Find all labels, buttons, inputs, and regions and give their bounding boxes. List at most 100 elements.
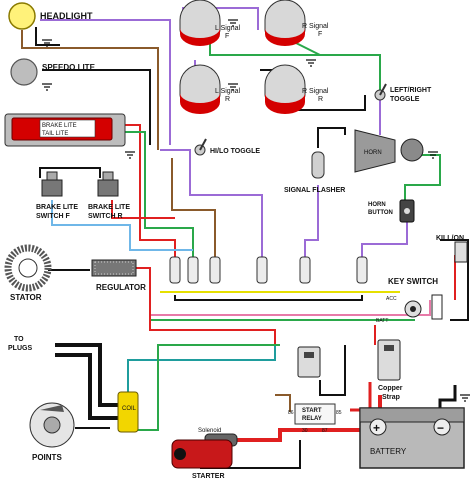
battery-label: BATTERY	[370, 447, 407, 456]
switch-body	[97, 179, 119, 197]
lamp-body	[179, 0, 221, 41]
to-plugs-label-1: TO	[14, 336, 24, 343]
wire-black-top	[35, 27, 60, 46]
headlight-label: HEADLIGHT	[40, 11, 93, 21]
battery-terminal-negative	[433, 418, 451, 436]
ground-symbol	[228, 83, 238, 91]
left-right-toggle-label-1: LEFT/RIGHT	[390, 87, 432, 94]
stator-coil	[4, 244, 52, 292]
start-relay-label-2: RELAY	[302, 416, 322, 422]
pin-87-label: 87	[322, 428, 328, 434]
r-signal-r-label: R Signal	[302, 88, 329, 95]
coil-label: COIL	[122, 406, 137, 412]
wire-black-fusebus	[174, 295, 363, 301]
wire-brown-headlight	[21, 30, 159, 150]
speedo-lite-label: SPEEDO LITE	[42, 63, 96, 72]
switch-plunger	[46, 171, 58, 181]
fuse	[169, 256, 181, 284]
switch-body	[41, 179, 63, 197]
horn-button-cap	[404, 208, 410, 214]
key-switch: KEY SWITCH ACC BATT	[376, 277, 443, 324]
copper-strap-label-2: Strap	[382, 394, 400, 401]
flasher-body	[311, 151, 325, 179]
starter-body	[171, 439, 233, 469]
horn-button-label-1: HORN	[368, 202, 386, 208]
wire-black-kill	[440, 239, 469, 321]
wire-purple-hornbtn	[361, 222, 408, 262]
r-signal-r-sub: R	[318, 96, 323, 103]
kill-on-label: KILL/ON	[436, 235, 464, 242]
lamp-body	[264, 64, 306, 106]
points-label: POINTS	[32, 453, 62, 462]
relay-body	[294, 403, 336, 425]
ignition: TO PLUGS COIL POINTS	[8, 336, 139, 462]
regulator-body	[91, 259, 137, 277]
wire-black-plugs	[55, 343, 125, 407]
starter-end	[174, 448, 186, 460]
horn-trumpet	[354, 129, 396, 173]
hilo-toggle: HI/LO TOGGLE	[194, 138, 260, 156]
ground-symbol	[228, 19, 238, 27]
battery-minus-label: −	[437, 421, 444, 435]
breaker	[297, 346, 321, 378]
headlight: HEADLIGHT	[8, 2, 93, 47]
stator-label: STATOR	[10, 293, 42, 302]
lamp-lens	[265, 28, 305, 46]
pin-30-label: 30	[302, 428, 308, 434]
regulator: REGULATOR	[91, 259, 146, 292]
ground-symbol	[460, 394, 470, 402]
horn-label: HORN	[364, 150, 382, 156]
fuse	[209, 256, 221, 284]
copper-strap-label-1: Copper	[378, 385, 403, 392]
switch-plunger	[102, 171, 114, 181]
ground-symbol	[428, 151, 438, 159]
lamp-body	[264, 0, 306, 41]
regulator-fins	[94, 261, 134, 275]
fuse	[187, 256, 199, 284]
battery-top	[359, 407, 465, 423]
fuse	[256, 256, 268, 284]
batt-label: BATT	[376, 318, 388, 324]
circuit-breakers	[297, 339, 401, 381]
brake-lite-label: BRAKE LITE	[42, 123, 77, 129]
tail-lite-label-box	[39, 119, 96, 138]
lamp-lens	[180, 93, 220, 114]
left-right-toggle-label-2: TOGGLE	[390, 96, 420, 103]
key-switch-conn	[431, 294, 443, 320]
wire-red-bswitch	[111, 200, 175, 219]
wire-black-plugs-2	[55, 353, 125, 420]
l-signal-f-sub: F	[225, 33, 229, 40]
ground-symbol	[306, 59, 316, 67]
brake-switch-r-label-1: BRAKE LITE	[88, 204, 130, 211]
signal-lamp-l-r: L Signal R	[179, 64, 240, 114]
wire-black-bswitch	[39, 167, 101, 178]
lamp-lens	[180, 28, 220, 46]
horn-button-label-2: BUTTON	[368, 210, 393, 216]
brake-switch-f-label-1: BRAKE LITE	[36, 204, 78, 211]
ground-symbol	[42, 39, 52, 47]
points-contact	[40, 405, 64, 412]
wire-brown-relay	[275, 394, 291, 412]
hilo-toggle-label: HI/LO TOGGLE	[210, 148, 260, 155]
starter: Solenoid STARTER	[171, 428, 238, 480]
brake-tail-lite: BRAKE LITE TAIL LITE	[4, 113, 135, 159]
brake-lite-switch-f: BRAKE LITE SWITCH F	[36, 171, 78, 220]
breaker	[377, 339, 401, 381]
wire-red-regulator	[135, 267, 276, 345]
signal-lamp-r-f: R Signal F	[264, 0, 329, 46]
breaker-terminal	[384, 345, 394, 351]
start-relay-label-1: START	[302, 408, 322, 414]
wire-green-horn	[404, 154, 441, 200]
wire-purple-flasher	[304, 185, 319, 262]
speedo-lamp	[10, 58, 38, 86]
horn-button: HORN BUTTON	[368, 199, 415, 223]
solenoid-label: Solenoid	[198, 428, 221, 434]
fuse	[356, 256, 368, 284]
stator: STATOR	[4, 244, 52, 302]
headlight-lamp	[8, 2, 36, 30]
wire-red-relay-batt	[350, 382, 372, 412]
wires	[21, 7, 469, 469]
wire-green-coil	[135, 344, 280, 431]
signal-lamp-r-r: R Signal R	[264, 64, 329, 114]
